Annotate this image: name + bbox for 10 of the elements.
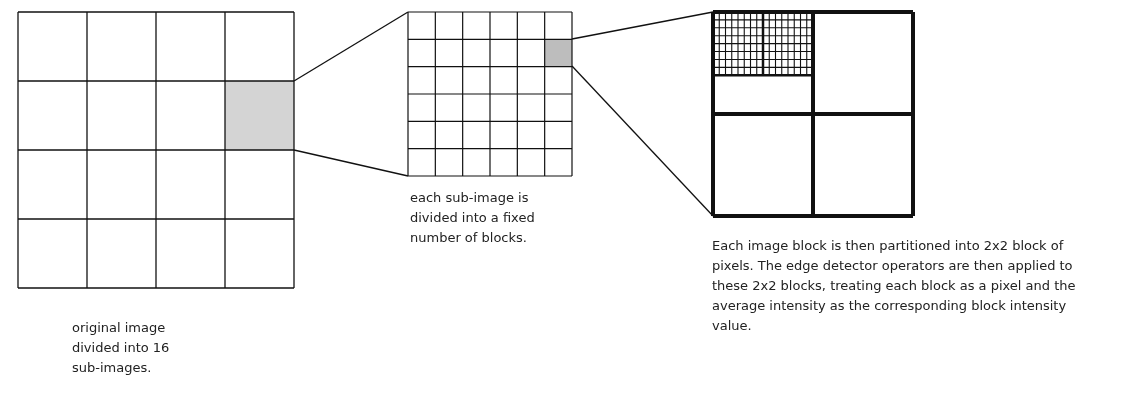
block-grid xyxy=(408,12,572,176)
pixel-block-grid xyxy=(713,12,913,216)
zoom-line xyxy=(571,11,714,40)
node-label: Each image block is then partitioned into 2x2 block of pixels. The edge detector operators are then applied to these 2x2 blocks, treating each block as a pixel and the average intensity as the corresponding block intensity value. xyxy=(712,237,1077,335)
image-grid xyxy=(18,12,294,288)
node-label: original image divided into 16 sub-images. xyxy=(72,319,171,377)
node-label: each sub-image is divided into a fixed number of blocks. xyxy=(410,189,536,247)
zoom-line xyxy=(293,149,409,177)
zoom-line xyxy=(571,65,714,217)
zoom-line xyxy=(293,11,409,82)
